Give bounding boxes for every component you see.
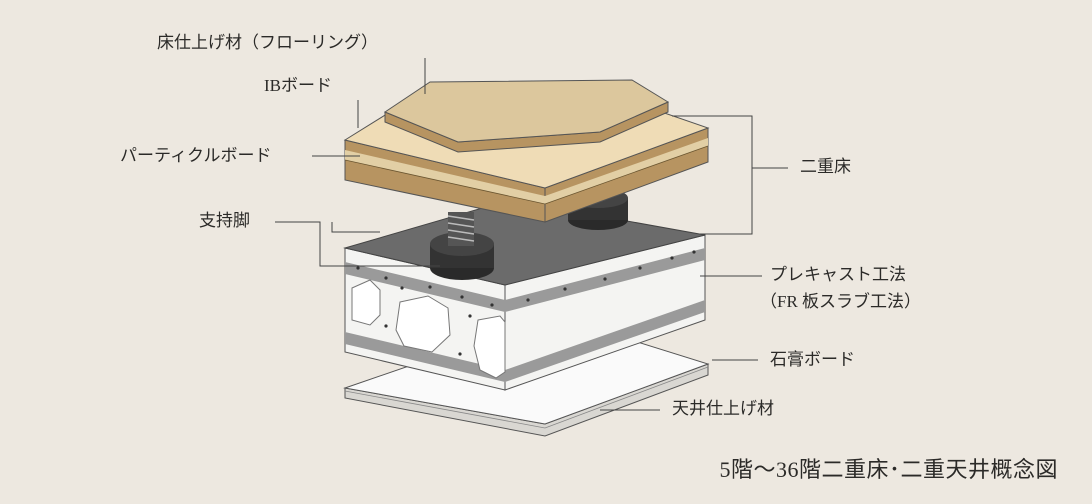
label-support-leg: 支持脚 [199, 211, 250, 230]
label-flooring: 床仕上げ材（フローリング） [157, 33, 378, 52]
diagram-caption: 5階〜36階二重床･二重天井概念図 [719, 457, 1058, 482]
leader-lines [275, 58, 788, 411]
flooring [383, 79, 670, 153]
label-fr-slab-method: （FR 板スラブ工法） [760, 292, 922, 311]
support-leg-front [430, 212, 494, 280]
label-double-floor: 二重床 [800, 157, 851, 176]
label-particle-board: パーティクルボード [120, 146, 272, 165]
precast-slab [343, 199, 706, 391]
label-precast-method: プレキャスト工法 [770, 265, 906, 284]
label-ceiling-finish: 天井仕上げ材 [672, 399, 774, 418]
label-gypsum-board: 石膏ボード [770, 350, 855, 369]
label-ib-board: IBボード [264, 76, 332, 95]
